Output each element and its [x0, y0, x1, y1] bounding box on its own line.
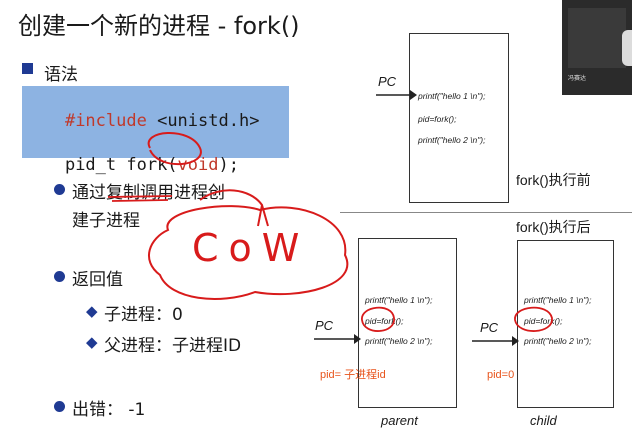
child-process-box: printf("hello 1 \n"); pid=fork(); printf…	[517, 240, 614, 408]
code-box: #include <unistd.h> pid_t fork(void);	[22, 86, 289, 175]
child-pc-arrow	[472, 336, 519, 346]
webcam-dark-area	[568, 8, 626, 68]
before-code-line-3: printf("hello 2 \n");	[418, 135, 486, 145]
include-keyword: #include	[64, 111, 147, 131]
parent-code-line-2: pid=fork();	[365, 316, 404, 326]
bullet-3-icon	[54, 401, 65, 412]
code-line-2: pid_t fork(void);	[24, 135, 239, 195]
before-pc-arrow	[376, 90, 417, 100]
webcam-name-label: 冯赛达	[568, 75, 587, 82]
before-code-line-1: printf("hello 1 \n");	[418, 91, 486, 101]
parent-pc-arrow	[314, 334, 361, 344]
child-code-line-2: pid=fork();	[524, 316, 563, 326]
webcam-overlay: 冯赛达	[562, 0, 632, 95]
diagram-divider	[340, 212, 632, 213]
ink-cloud-shape	[148, 205, 349, 300]
bullet-2-text: 返回值	[72, 270, 123, 290]
parent-code-line-3: printf("hello 2 \n");	[365, 336, 433, 346]
include-target: <unistd.h>	[146, 111, 260, 131]
child-pid-note: pid=0	[487, 369, 515, 381]
fork-signature-start: pid_t fork(	[64, 155, 178, 175]
parent-pc-label: PC	[315, 318, 334, 333]
bullet-3-text: 出错： -1	[72, 400, 146, 420]
child-code-line-1: printf("hello 1 \n");	[524, 295, 592, 305]
sub-bullet-1-icon: ◆	[86, 302, 98, 320]
void-keyword: void	[177, 155, 219, 175]
parent-label: parent	[381, 413, 418, 428]
bullet-1-line-2: 建子进程	[72, 211, 140, 231]
child-code-line-3: printf("hello 2 \n");	[524, 336, 592, 346]
parent-pid-note: pid= 子进程id	[320, 369, 386, 381]
ink-underline-copy	[107, 195, 173, 202]
fork-signature-end: );	[218, 155, 239, 175]
before-code-line-2: pid=fork();	[418, 114, 457, 124]
parent-process-box: printf("hello 1 \n"); pid=fork(); printf…	[358, 238, 457, 408]
before-fork-process-box: printf("hello 1 \n"); pid=fork(); printf…	[409, 33, 509, 203]
after-fork-caption: fork()执行后	[516, 219, 591, 235]
child-label: child	[530, 413, 557, 428]
sub-bullet-2-text: 父进程：子进程ID	[104, 336, 242, 356]
bullet-1-line-1: 通过复制调用进程创	[72, 183, 225, 203]
code-line-1: #include <unistd.h>	[24, 91, 259, 151]
sub-bullet-1-text: 子进程：0	[104, 305, 183, 325]
bullet-1-icon	[54, 184, 65, 195]
before-pc-label: PC	[378, 74, 397, 89]
before-fork-caption: fork()执行前	[516, 172, 591, 188]
ink-circle-child-fork	[514, 306, 553, 332]
child-pc-label: PC	[480, 320, 499, 335]
slide-title: 创建一个新的进程 - fork()	[18, 12, 300, 40]
syntax-bullet-icon	[22, 63, 33, 74]
syntax-heading: 语法	[44, 65, 78, 85]
sub-bullet-2-icon: ◆	[86, 333, 98, 351]
ink-cow-text: CoW	[192, 226, 310, 270]
ink-circle-parent-fork	[361, 306, 395, 332]
webcam-light-spot	[622, 30, 632, 66]
bullet-2-icon	[54, 271, 65, 282]
ink-circle-void	[147, 132, 202, 165]
parent-code-line-1: printf("hello 1 \n");	[365, 295, 433, 305]
